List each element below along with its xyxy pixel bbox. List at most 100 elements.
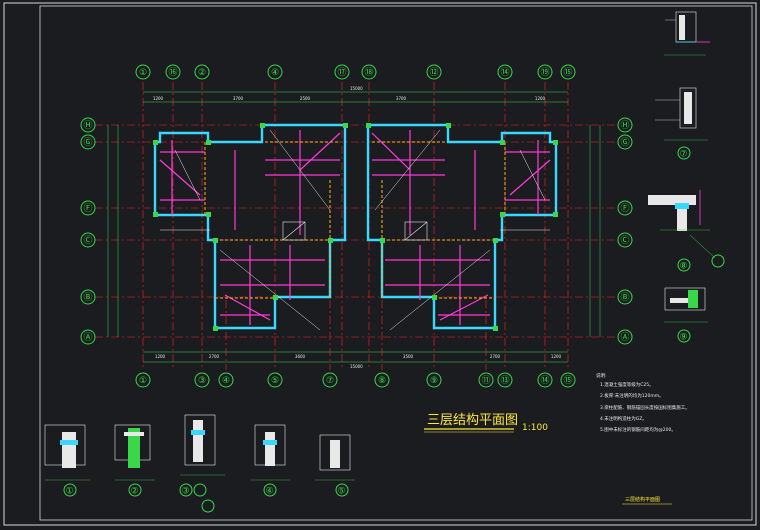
axis-bottom-1-circle	[194, 372, 210, 388]
axis-top-4-circle	[334, 64, 350, 80]
detail-bottom-3-label: ③	[182, 487, 190, 497]
axis-bottom-10-circle	[560, 372, 576, 388]
axis-bottom-9-label: ⑭	[540, 375, 549, 386]
axis-right-3-label: Ⓒ	[620, 235, 629, 246]
axis-top-4-label: ⑰	[337, 67, 346, 78]
detail-bottom-5-label: ⑤	[338, 487, 346, 497]
axis-top-3-circle	[267, 64, 283, 80]
axis-top-3-label: ④	[271, 68, 279, 78]
axis-bottom-4-circle	[322, 372, 338, 388]
dim-bottom-2: 3600	[295, 354, 306, 359]
axis-left-0-circle	[80, 117, 96, 133]
detail-bottom-1-label: ①	[66, 487, 74, 497]
columns	[153, 123, 558, 331]
axis-left-5-circle	[80, 329, 96, 345]
dim-top-3: 3700	[396, 96, 407, 101]
dim-bottom-1: 2700	[209, 354, 220, 359]
axis-top-7-circle	[497, 64, 513, 80]
axis-bottom-5-circle	[374, 372, 390, 388]
detail-bottom-4-label: ④	[266, 487, 274, 497]
notes-heading: 说明:	[596, 372, 607, 379]
axis-bottom-2-circle	[218, 372, 234, 388]
detail-bottom-2-label: ②	[131, 487, 139, 497]
axis-right-5-circle	[617, 329, 633, 345]
detail-right-2: ⑦	[655, 87, 708, 160]
stair-openings	[282, 221, 428, 241]
main-floor-plan: 15000 15000	[95, 82, 615, 370]
axis-top-9-circle	[560, 64, 576, 80]
note-item-1: 1.混凝土强度等级为C25。	[600, 381, 654, 388]
detail-right-2-label: ⑦	[680, 150, 688, 160]
dim-top-1: 3700	[233, 96, 244, 101]
note-item-5: 5.图中未标注的钢筋间距均为@200。	[600, 426, 676, 433]
detail-right-1	[664, 11, 710, 56]
axis-left-3-label: Ⓒ	[83, 235, 92, 246]
axis-right-0-label: Ⓗ	[620, 120, 629, 131]
axis-left-1-circle	[80, 134, 96, 150]
axis-bottom-10-label: ⑮	[563, 375, 572, 386]
detail-bottom-3: ③	[179, 414, 225, 513]
drawing-scale: 1:100	[522, 423, 548, 433]
dim-bottom-3: 3500	[403, 354, 414, 359]
notes-block: 说明: 1.混凝土强度等级为C25。 2.板厚:未注明的均为120mm。 3.梁…	[596, 372, 690, 433]
dim-bottom-0: 1200	[155, 354, 166, 359]
axis-bottom-3-circle	[267, 372, 283, 388]
axis-top-0-circle	[135, 64, 151, 80]
axis-top-5-label: ⑱	[364, 67, 373, 78]
detail-bottom-2: ②	[114, 424, 155, 497]
note-item-2: 2.板厚:未注明的均为120mm。	[600, 392, 664, 399]
axis-top-6-circle	[426, 64, 442, 80]
axis-bottom-5-label: ⑧	[378, 376, 386, 386]
axis-top-7-label: ⑭	[500, 67, 509, 78]
beams	[159, 130, 551, 325]
axis-top-5-circle	[361, 64, 377, 80]
axis-top-8-label: ⑲	[540, 67, 549, 78]
axis-top-8-circle	[537, 64, 553, 80]
axis-bottom-6-label: ⑨	[430, 376, 438, 386]
axis-right-5-label: Ⓐ	[620, 332, 629, 343]
detail-bottom-4: ④	[250, 424, 290, 497]
axis-right-0-circle	[617, 117, 633, 133]
axis-left-2-circle	[80, 200, 96, 216]
axis-bottom-0-label: ①	[139, 376, 147, 386]
note-item-4: 4.未注明构造柱为GZ。	[600, 415, 647, 422]
axis-left-0-label: Ⓗ	[83, 120, 92, 131]
sheet-title: 三层结构平面图	[625, 496, 660, 503]
dimension-lines	[107, 91, 601, 363]
dim-top-2: 2500	[300, 96, 311, 101]
detail-right-3: ⑧	[648, 190, 725, 272]
axis-bottom-8-circle	[497, 372, 513, 388]
axis-top-9-label: ⑮	[563, 67, 572, 78]
detail-right-4-label: ⑨	[680, 333, 688, 343]
axis-bottom-1-label: ③	[198, 376, 206, 386]
sheet-border-outer	[3, 2, 757, 526]
detail-right-4: ⑨	[664, 287, 708, 343]
axis-top-0-label: ①	[139, 68, 147, 78]
sheet-border-inner	[39, 5, 753, 521]
axis-bottom-2-label: ④	[222, 376, 230, 386]
axis-right-1-circle	[617, 134, 633, 150]
detail-right-3-label: ⑧	[680, 262, 688, 272]
dim-bottom-5: 1200	[551, 354, 562, 359]
axis-right-4-circle	[617, 289, 633, 305]
axis-left-5-label: Ⓐ	[83, 332, 92, 343]
detail-bottom-1: ①	[44, 424, 90, 497]
axis-right-2-circle	[617, 200, 633, 216]
note-item-3: 3.梁柱配筋、钢筋锚固长度按国标图集施工。	[600, 404, 690, 411]
dim-top-total: 15000	[350, 86, 363, 91]
axis-left-1-label: Ⓖ	[83, 137, 92, 148]
axis-bottom-4-label: ⑦	[326, 376, 334, 386]
axis-left-3-circle	[80, 232, 96, 248]
sheet-title-block: 三层结构平面图	[622, 496, 672, 505]
axis-bottom-7-circle	[478, 372, 494, 388]
axis-right-4-label: Ⓑ	[620, 292, 629, 303]
axis-bottom-6-circle	[426, 372, 442, 388]
axis-top-1-circle	[165, 64, 181, 80]
dim-top-4: 1200	[535, 96, 546, 101]
axis-left-4-label: Ⓑ	[83, 292, 92, 303]
dim-top-0: 1200	[153, 96, 164, 101]
axis-bottom-7-label: ⑪	[481, 375, 490, 386]
